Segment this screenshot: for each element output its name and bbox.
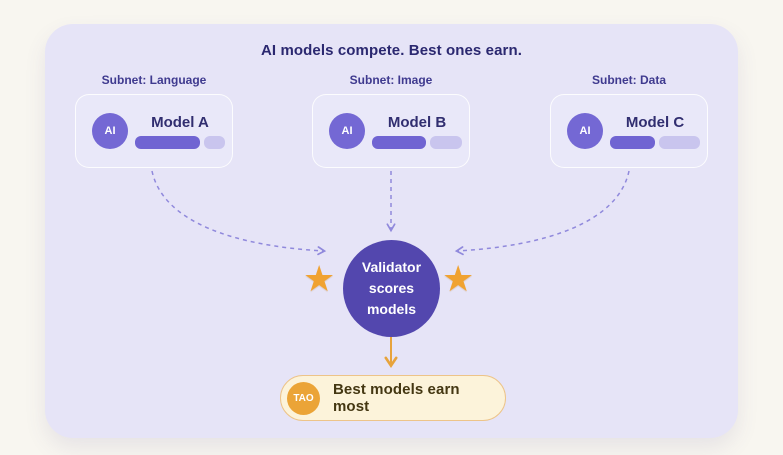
model-card-body: Model A xyxy=(135,114,225,149)
diagram-title: AI models compete. Best ones earn. xyxy=(261,42,522,59)
reward-label: Best models earn most xyxy=(333,381,460,415)
model-card-b: AI Model B xyxy=(312,94,470,168)
validator-label-line2: scores models xyxy=(366,280,416,317)
ai-badge-icon: AI xyxy=(329,113,365,149)
subnet-label-image: Subnet: Image xyxy=(349,73,433,87)
star-icon: ★ xyxy=(303,258,336,299)
ai-badge-icon: AI xyxy=(567,113,603,149)
model-card-body: Model B xyxy=(372,114,462,149)
score-bar-fill xyxy=(372,135,426,149)
star-icon: ★ xyxy=(442,258,475,299)
ai-badge-icon: AI xyxy=(92,113,128,149)
validator-node: Validator scores models xyxy=(343,240,440,337)
score-bar-fill xyxy=(135,135,200,149)
tao-coin-icon: TAO xyxy=(287,381,320,415)
model-card-c: AI Model C xyxy=(550,94,708,168)
reward-pill: TAO Best models earn most xyxy=(280,375,506,421)
score-bar xyxy=(610,135,700,149)
tao-coin-label: TAO xyxy=(293,392,314,404)
model-name: Model A xyxy=(151,113,209,131)
model-card-a: AI Model A xyxy=(75,94,233,168)
ai-badge-label: AI xyxy=(579,125,591,137)
score-bar xyxy=(372,135,462,149)
ai-badge-label: AI xyxy=(104,125,116,137)
score-bar-track xyxy=(659,135,700,149)
subnet-label-language: Subnet: Language xyxy=(101,73,207,87)
score-bar xyxy=(135,135,225,149)
score-bar-fill xyxy=(610,135,655,149)
model-name: Model C xyxy=(625,113,685,131)
validator-label-line1: Validator xyxy=(361,259,422,275)
ai-badge-label: AI xyxy=(341,125,353,137)
model-card-body: Model C xyxy=(610,114,700,149)
model-name: Model B xyxy=(387,113,447,131)
subnet-label-data: Subnet: Data xyxy=(591,73,666,87)
score-bar-track xyxy=(430,135,462,149)
score-bar-track xyxy=(203,135,225,149)
